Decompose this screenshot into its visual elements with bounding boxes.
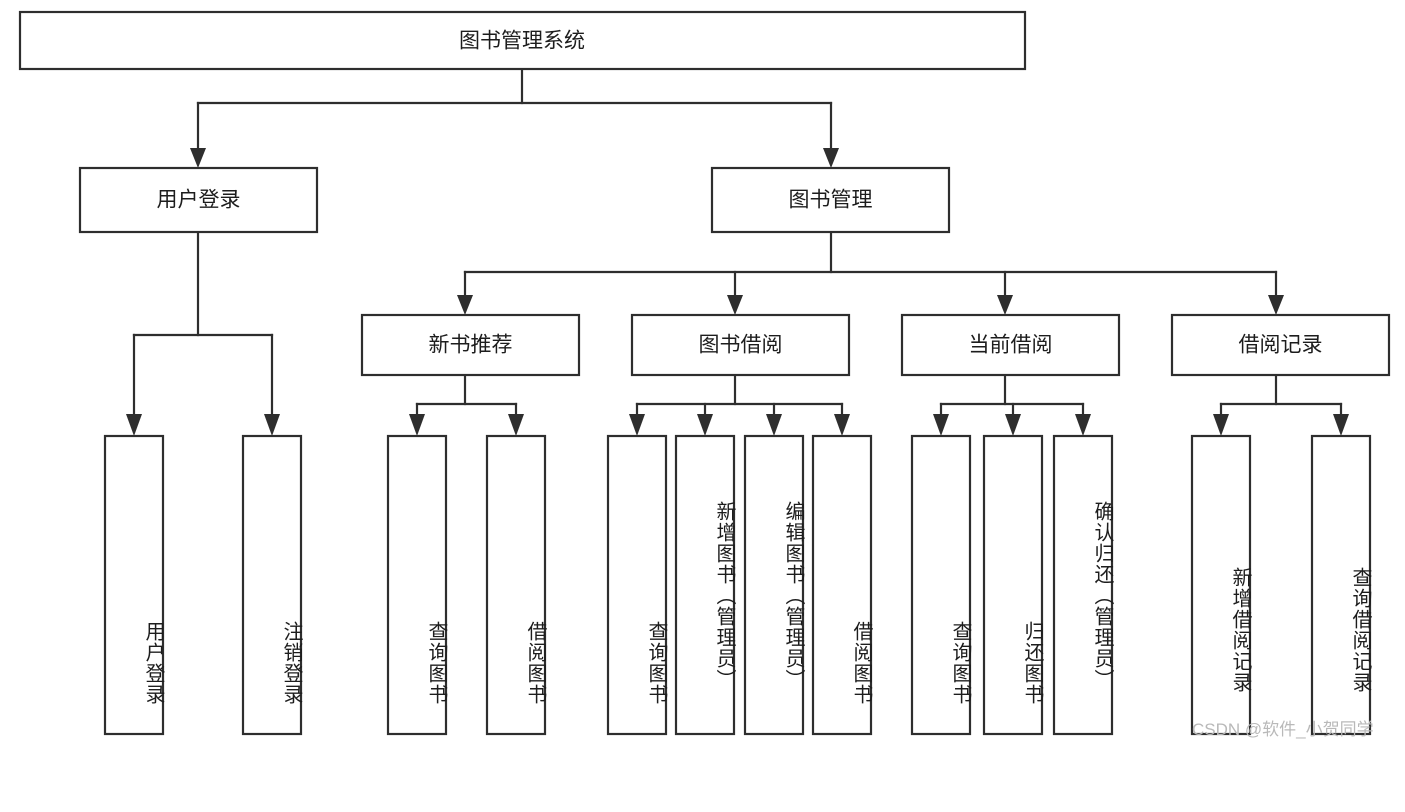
node-leaf-return-book-box[interactable] (982, 434, 1044, 736)
node-user-login[interactable]: 用户登录 (78, 166, 319, 234)
node-root-label: 图书管理系统 (459, 30, 585, 53)
node-leaf-query-book-1-box[interactable] (386, 434, 448, 736)
node-user-login-label: 用户登录 (157, 189, 241, 212)
node-leaf-confirm-return-box[interactable] (1052, 434, 1114, 736)
arrow-head-leaf-query-book-3 (933, 414, 949, 436)
arrow-head-leaf-add-book (697, 414, 713, 436)
arrow-head-new-book-rec (457, 295, 473, 315)
node-leaf-borrow-book-2-box[interactable] (811, 434, 873, 736)
connector-layer (126, 67, 1349, 436)
arrow-head-leaf-query-record (1333, 414, 1349, 436)
node-new-book-rec-label: 新书推荐 (429, 334, 513, 357)
node-current-borrow-box[interactable] (900, 313, 1121, 377)
node-book-manage-box[interactable] (710, 166, 951, 234)
node-new-book-rec-box[interactable] (360, 313, 581, 377)
node-user-login-box[interactable] (78, 166, 319, 234)
arrow-head-leaf-add-record (1213, 414, 1229, 436)
node-borrow-record[interactable]: 借阅记录 (1170, 313, 1391, 377)
arrow-head-leaf-user-login (126, 414, 142, 436)
arrow-head-leaf-edit-book (766, 414, 782, 436)
node-book-borrow-box[interactable] (630, 313, 851, 377)
arrow-head-leaf-query-book-2 (629, 414, 645, 436)
arrow-head-leaf-logout (264, 414, 280, 436)
node-leaf-user-login-box[interactable] (103, 434, 165, 736)
arrow-head-leaf-confirm-return (1075, 414, 1091, 436)
node-leaf-add-record-box[interactable] (1190, 434, 1252, 736)
flowchart-canvas: 图书管理系统 用户登录 图书管理 新书推荐 图书借阅 (18, 10, 1391, 736)
arrow-head-user-login (190, 148, 206, 168)
arrow-head-book-borrow (727, 295, 743, 315)
node-new-book-rec[interactable]: 新书推荐 (360, 313, 581, 377)
org-chart-diagram: 图书管理系统 用户登录 图书管理 新书推荐 图书借阅 (18, 10, 1391, 739)
node-leaf-logout-box[interactable] (241, 434, 303, 736)
arrow-head-borrow-record (1268, 295, 1284, 315)
node-book-manage-label: 图书管理 (789, 189, 873, 212)
leaf-layer (103, 434, 1372, 736)
node-leaf-query-record-box[interactable] (1310, 434, 1372, 736)
node-current-borrow-label: 当前借阅 (969, 334, 1053, 357)
arrow-head-current-borrow (997, 295, 1013, 315)
node-leaf-edit-book-box[interactable] (743, 434, 805, 736)
arrow-head-leaf-return-book (1005, 414, 1021, 436)
node-leaf-query-book-3-box[interactable] (910, 434, 972, 736)
arrow-head-leaf-borrow-book-1 (508, 414, 524, 436)
node-borrow-record-box[interactable] (1170, 313, 1391, 377)
node-book-borrow-label: 图书借阅 (699, 334, 783, 357)
arrow-head-leaf-borrow-book-2 (834, 414, 850, 436)
node-book-borrow[interactable]: 图书借阅 (630, 313, 851, 377)
arrow-head-book-manage (823, 148, 839, 168)
node-leaf-borrow-book-1-box[interactable] (485, 434, 547, 736)
node-layer: 图书管理系统 用户登录 图书管理 新书推荐 图书借阅 (18, 10, 1391, 736)
node-current-borrow[interactable]: 当前借阅 (900, 313, 1121, 377)
node-leaf-add-book-box[interactable] (674, 434, 736, 736)
node-root-box[interactable] (18, 10, 1027, 71)
csdn-watermark: CSDN @软件_小贺同学 (1192, 720, 1374, 739)
arrow-head-leaf-query-book-1 (409, 414, 425, 436)
node-book-manage[interactable]: 图书管理 (710, 166, 951, 234)
node-root[interactable]: 图书管理系统 (18, 10, 1027, 71)
node-leaf-query-book-2-box[interactable] (606, 434, 668, 736)
node-borrow-record-label: 借阅记录 (1239, 334, 1323, 357)
